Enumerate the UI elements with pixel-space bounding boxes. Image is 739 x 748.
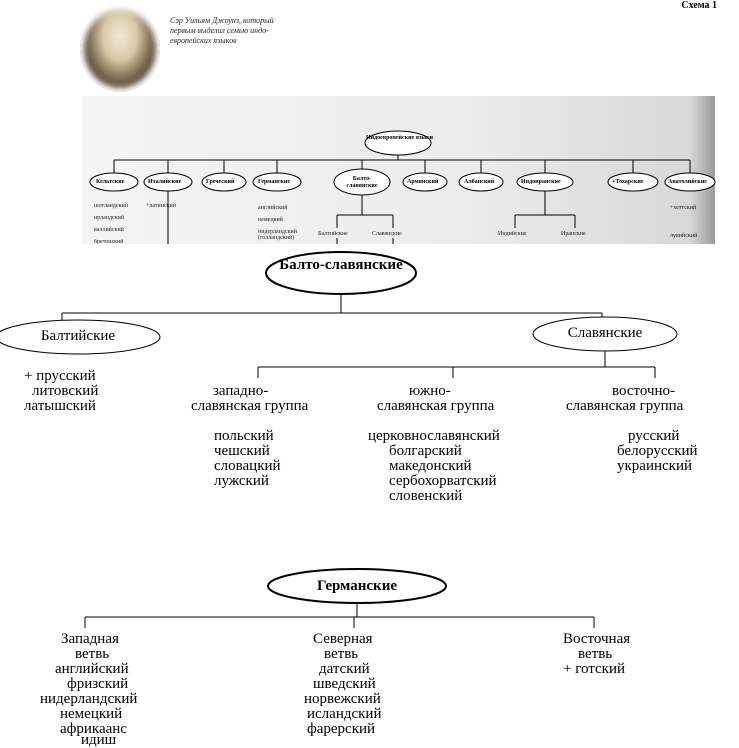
germanic-north-lang: исландский (307, 706, 382, 722)
baltic-lang: латышский (24, 398, 96, 414)
west-slavic-group: западно- (213, 383, 269, 399)
west-slavic-group: славянская группа (191, 398, 309, 414)
scheme-label: Схема 1 (681, 0, 717, 11)
overview-lang: Славянские (372, 231, 402, 237)
overview-branch-anatolian: Анатолийские (668, 179, 707, 185)
overview-tree-panel (82, 96, 715, 244)
east-slavic-group: славянская группа (566, 398, 684, 414)
portrait-caption: Сэр Уильям Джоунз, который первым выдели… (170, 16, 274, 45)
germanic-east-title: Восточная (563, 631, 631, 647)
east-slavic-group: восточно- (612, 383, 676, 399)
south-slavic-lang: словенский (389, 488, 463, 504)
overview-lang: английский (258, 205, 288, 211)
east-slavic-lang: украинский (617, 458, 692, 474)
overview-branch-indoiranian: Индоиранские (521, 179, 561, 185)
germanic-west-lang: африкаанс (60, 721, 127, 737)
east-slavic-lang: белорусский (617, 443, 698, 459)
south-slavic-group: южно- (409, 383, 451, 399)
overview-lang: нидерландский (голландский) (258, 229, 297, 241)
germanic-west-lang: английский (55, 661, 129, 677)
overview-lang: ирландский (94, 215, 125, 221)
overview-root-label: Индоевропейские языки (366, 135, 433, 141)
germanic-north-title: Северная (313, 631, 373, 647)
overview-lang: Балтийские (318, 231, 348, 237)
overview-branch-greek: Греческий (206, 179, 235, 185)
overview-branch-albanian: Албанский (464, 179, 495, 185)
south-slavic-lang: сербохорватский (389, 473, 497, 489)
overview-lang: шотландский (94, 203, 128, 209)
overview-lang: +хеттский (670, 205, 697, 211)
overview-branch-celtic: Кельтские (96, 179, 125, 185)
portrait-image (80, 6, 160, 92)
germanic-west-lang: фризский (67, 676, 129, 692)
south-slavic-lang: македонский (389, 458, 472, 474)
overview-lang: лувийский (670, 233, 698, 239)
baltic-lang: литовский (32, 383, 99, 399)
germanic-east-lang: + готский (563, 661, 626, 677)
south-slavic-lang: болгарский (389, 443, 462, 459)
west-slavic-lang: чешский (214, 443, 270, 459)
germanic-west-lang: немецкий (60, 706, 123, 722)
germanic-root-label: Германские (316, 578, 398, 594)
overview-branch-baltoslavic: Балто-славянские (346, 176, 378, 189)
germanic-north-lang: фарерский (307, 721, 376, 737)
overview-branch-italic: Италийские (148, 179, 182, 185)
overview-lang: бретонский (94, 239, 124, 244)
overview-lang: немецкий (258, 217, 283, 223)
overview-branch-armenian: Армянский (407, 179, 439, 185)
germanic-north-lang: шведский (313, 676, 376, 692)
slavic-node-label: Славянские (567, 325, 643, 341)
baltoslavic-root-label: Балто-славянские (279, 257, 403, 273)
overview-branch-germanic: Германские (258, 179, 291, 185)
baltic-lang: + прусский (24, 368, 96, 384)
germanic-north-lang: норвежский (304, 691, 381, 707)
germanic-west-lang: идиш (81, 732, 117, 748)
baltic-node-label: Балтийские (40, 328, 116, 344)
south-slavic-group: славянская группа (377, 398, 495, 414)
west-slavic-lang: польский (214, 428, 274, 444)
germanic-west-title: ветвь (75, 646, 110, 662)
overview-lang: Иранские (561, 231, 586, 237)
germanic-north-title: ветвь (324, 646, 359, 662)
germanic-west-lang: нидерландский (40, 691, 138, 707)
overview-lang: Индийские (498, 231, 527, 237)
germanic-west-title: Западная (61, 631, 119, 647)
east-slavic-lang: русский (628, 428, 680, 444)
west-slavic-lang: лужский (214, 473, 269, 489)
overview-lang: валлийский (94, 227, 124, 233)
overview-lang: +латинский (146, 203, 176, 209)
south-slavic-lang: церковнославянский (368, 428, 500, 444)
germanic-north-lang: датский (319, 661, 370, 677)
west-slavic-lang: словацкий (214, 458, 281, 474)
germanic-east-title: ветвь (578, 646, 613, 662)
overview-branch-tocharian: +Тохарские (612, 179, 644, 185)
